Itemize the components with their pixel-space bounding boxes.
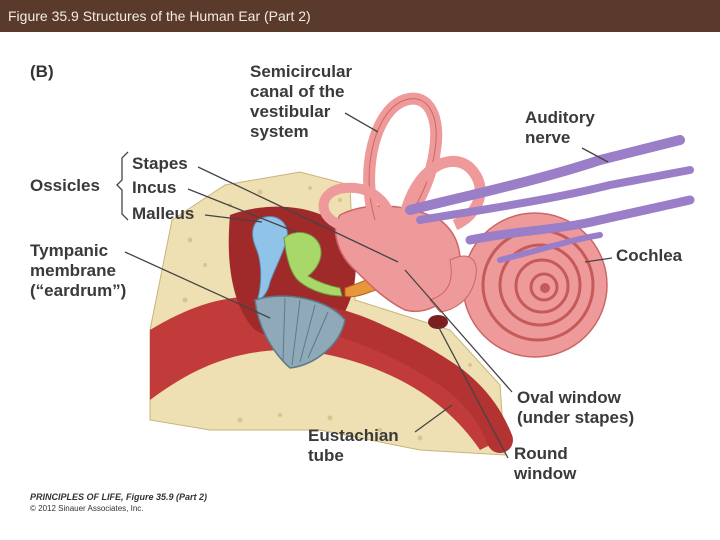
credit-copyright: © 2012 Sinauer Associates, Inc.	[30, 504, 144, 513]
auditory-nerve-bundle	[405, 135, 695, 263]
leader-auditory-nerve	[581, 147, 609, 163]
label-eustachian-tube: Eustachian tube	[308, 426, 399, 465]
semicircular-canal-3	[318, 182, 395, 230]
label-ossicles: Ossicles	[30, 176, 100, 195]
leader-tympanic	[124, 251, 271, 319]
eardrum-ridges	[282, 297, 329, 366]
figure-credit: PRINCIPLES OF LIFE, Figure 35.9 (Part 2)…	[30, 492, 207, 513]
incus-bone	[283, 231, 343, 297]
eustachian-tube	[317, 307, 513, 453]
leader-round-window	[437, 325, 509, 459]
label-incus: Incus	[132, 178, 177, 197]
ear-canal-tissue	[150, 296, 500, 450]
label-round-window: Round window	[514, 444, 577, 483]
label-semicircular-canal: Semicircular canal of the vestibular sys…	[250, 62, 353, 141]
cochlea-base	[429, 255, 477, 313]
label-stapes: Stapes	[132, 154, 188, 173]
cochlea-center	[540, 283, 550, 293]
leader-malleus	[204, 214, 263, 223]
label-auditory-nerve: Auditory nerve	[525, 108, 595, 147]
tympanic-membrane-shape	[254, 295, 346, 369]
leader-oval-window	[404, 269, 513, 393]
credit-source: PRINCIPLES OF LIFE, Figure 35.9 (Part 2)	[30, 492, 208, 502]
panel-letter: (B)	[30, 62, 54, 81]
title-bar: Figure 35.9 Structures of the Human Ear …	[0, 0, 720, 32]
label-oval-window: Oval window (under stapes)	[517, 388, 635, 427]
leader-incus	[187, 188, 297, 233]
round-window-shape	[428, 315, 448, 329]
leader-cochlea	[584, 257, 613, 263]
label-tympanic-membrane: Tympanic membrane (“eardrum”)	[30, 241, 127, 300]
leader-lines	[124, 112, 613, 459]
leader-semicircular	[344, 112, 379, 133]
leader-eustachian	[414, 404, 453, 433]
ossicles-bracket	[116, 151, 129, 221]
label-cochlea: Cochlea	[616, 246, 683, 265]
label-malleus: Malleus	[132, 204, 195, 223]
leader-stapes	[197, 166, 399, 263]
slide-title: Figure 35.9 Structures of the Human Ear …	[8, 8, 311, 24]
